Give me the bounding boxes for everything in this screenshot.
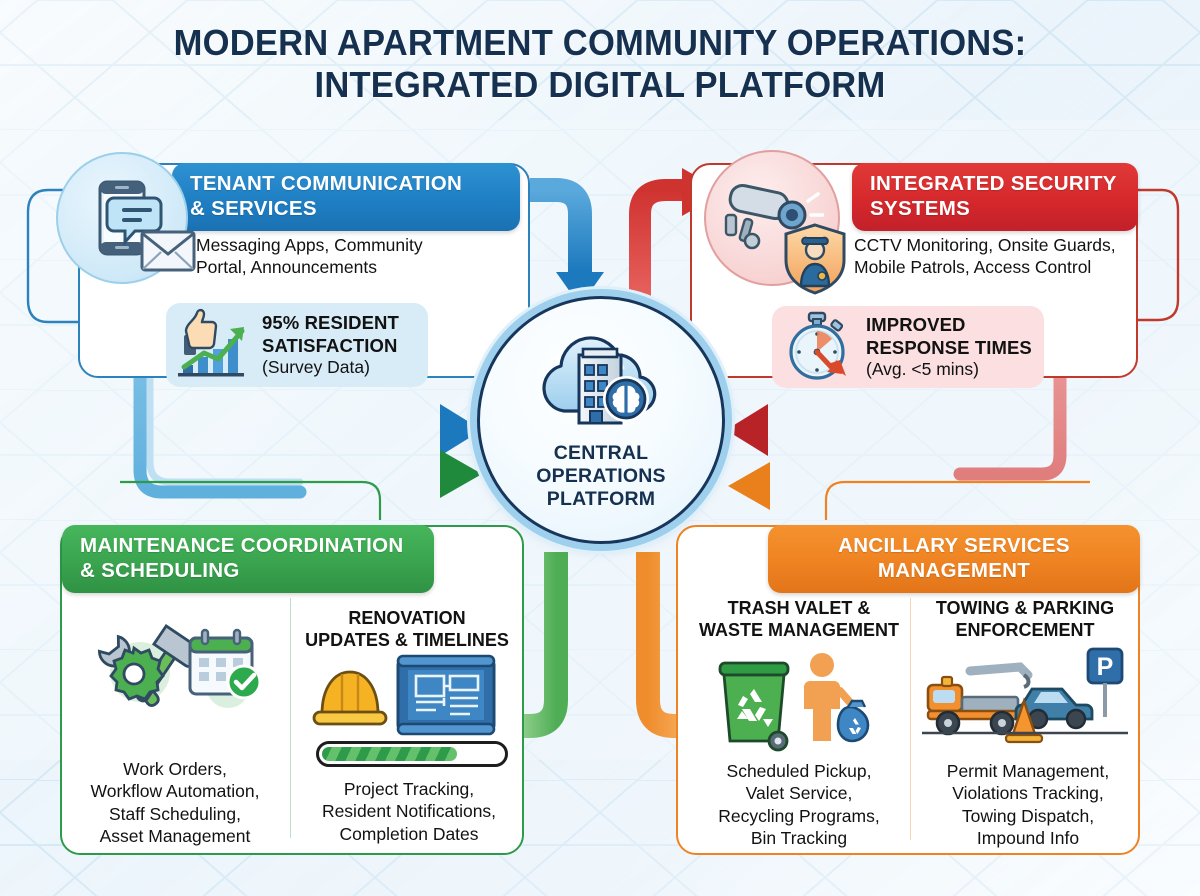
anc-col1-title-line1: TRASH VALET & bbox=[727, 598, 871, 618]
maint-col2-line1: Project Tracking, bbox=[343, 779, 475, 799]
title-line-1: MODERN APARTMENT COMMUNITY OPERATIONS: bbox=[173, 22, 1027, 63]
hub-label-line2: OPERATIONS bbox=[536, 465, 666, 487]
security-desc-line1: CCTV Monitoring, Onsite Guards, bbox=[854, 235, 1116, 255]
growth-bar-chart-icon bbox=[174, 307, 256, 384]
panel-tenant-header-line2: & SERVICES bbox=[190, 196, 317, 220]
tenant-desc-line1: Messaging Apps, Community bbox=[196, 235, 423, 255]
anc-col2-title-line2: ENFORCEMENT bbox=[955, 619, 1095, 640]
anc-col1-line2: Valet Service, bbox=[745, 783, 853, 804]
stat-response-times-text: IMPROVED RESPONSE TIMES (Avg. <5 mins) bbox=[866, 314, 1032, 379]
ancillary-col1-text: Scheduled Pickup, Valet Service, Recycli… bbox=[690, 760, 908, 850]
maintenance-col2-icons bbox=[306, 652, 506, 740]
panel-ancillary-header[interactable]: ANCILLARY SERVICES MANAGEMENT bbox=[768, 525, 1140, 594]
ancillary-col1-title: TRASH VALET & WASTE MANAGEMENT bbox=[692, 598, 906, 641]
security-desc-line2: Mobile Patrols, Access Control bbox=[854, 257, 1092, 278]
maint-col2-title-line2: UPDATES & TIMELINES bbox=[305, 629, 509, 650]
envelope-icon bbox=[140, 228, 196, 274]
anc-col1-line3: Recycling Programs, bbox=[718, 805, 880, 826]
progress-bar-fill bbox=[322, 747, 457, 761]
panel-tenant-header-line1: TENANT COMMUNICATION bbox=[190, 172, 463, 195]
tenant-desc-line2: Portal, Announcements bbox=[196, 257, 377, 278]
panel-ancillary-header-line2: MANAGEMENT bbox=[877, 558, 1031, 582]
maintenance-col2-text: Project Tracking, Resident Notifications… bbox=[296, 778, 522, 845]
panel-maintenance-header-line1: MAINTENANCE COORDINATION bbox=[80, 534, 404, 557]
maint-col1-line1: Work Orders, bbox=[123, 759, 227, 779]
panel-maintenance-header-line2: & SCHEDULING bbox=[80, 558, 240, 582]
panel-security-header-line1: INTEGRATED SECURITY bbox=[870, 172, 1117, 195]
security-guard-shield-icon bbox=[782, 222, 848, 296]
hub-label-line3: PLATFORM bbox=[546, 488, 656, 510]
hub-label: CENTRAL OPERATIONS PLATFORM bbox=[536, 442, 665, 511]
maint-col2-line3: Completion Dates bbox=[339, 823, 479, 844]
stat-satisfaction-sub: (Survey Data) bbox=[262, 356, 370, 377]
maint-col1-line2: Workflow Automation, bbox=[90, 781, 260, 802]
panel-ancillary-header-line1: ANCILLARY SERVICES bbox=[838, 534, 1070, 557]
maint-col1-line4: Asset Management bbox=[99, 826, 251, 847]
anc-col2-line4: Impound Info bbox=[976, 828, 1080, 849]
stat-response-sub: (Avg. <5 mins) bbox=[866, 358, 979, 379]
svg-text:P: P bbox=[1097, 653, 1114, 681]
central-operations-hub[interactable]: CENTRAL OPERATIONS PLATFORM bbox=[477, 296, 725, 544]
panel-security-header-line2: SYSTEMS bbox=[870, 196, 971, 220]
anc-col2-line2: Violations Tracking, bbox=[952, 783, 1104, 804]
stat-response-times: IMPROVED RESPONSE TIMES (Avg. <5 mins) bbox=[772, 306, 1044, 388]
ancillary-col2-title: TOWING & PARKING ENFORCEMENT bbox=[918, 598, 1132, 641]
maintenance-col1-text: Work Orders, Workflow Automation, Staff … bbox=[66, 758, 284, 848]
cctv-camera-icon bbox=[704, 150, 840, 286]
ancillary-col2-text: Permit Management, Violations Tracking, … bbox=[918, 760, 1138, 850]
panel-maintenance-header[interactable]: MAINTENANCE COORDINATION & SCHEDULING bbox=[62, 525, 434, 594]
stat-response-line1: IMPROVED bbox=[866, 314, 966, 336]
maint-col2-title-line1: RENOVATION bbox=[348, 608, 466, 628]
anc-col2-line3: Towing Dispatch, bbox=[961, 805, 1095, 826]
panel-tenant-header[interactable]: TENANT COMMUNICATION & SERVICES bbox=[172, 163, 520, 232]
title-line-2: INTEGRATED DIGITAL PLATFORM bbox=[314, 64, 886, 106]
hub-cloud-building-brain-icon bbox=[526, 327, 676, 438]
maintenance-column-divider bbox=[290, 598, 291, 838]
stopwatch-icon bbox=[782, 310, 858, 385]
panel-tenant-description: Messaging Apps, Community Portal, Announ… bbox=[196, 234, 466, 279]
ancillary-column-divider bbox=[910, 598, 911, 840]
anc-col1-line4: Bin Tracking bbox=[750, 828, 848, 849]
progress-bar-icon bbox=[316, 741, 508, 767]
stat-response-line2: RESPONSE TIMES bbox=[866, 336, 1032, 358]
anc-col2-line1: Permit Management, bbox=[946, 761, 1110, 781]
anc-col2-title-line1: TOWING & PARKING bbox=[935, 598, 1115, 618]
stat-satisfaction-line2: SATISFACTION bbox=[262, 334, 398, 356]
maint-col1-line3: Staff Scheduling, bbox=[109, 803, 241, 824]
hub-label-line1: CENTRAL bbox=[553, 442, 649, 464]
maintenance-col2-title: RENOVATION UPDATES & TIMELINES bbox=[296, 608, 518, 651]
maintenance-col1-icons bbox=[78, 612, 278, 732]
maint-col2-line2: Resident Notifications, bbox=[321, 801, 497, 822]
panel-security-header[interactable]: INTEGRATED SECURITY SYSTEMS bbox=[852, 163, 1138, 232]
anc-col1-title-line2: WASTE MANAGEMENT bbox=[699, 619, 899, 640]
panel-security-description: CCTV Monitoring, Onsite Guards, Mobile P… bbox=[854, 234, 1144, 279]
stat-satisfaction-line1: 95% RESIDENT bbox=[262, 312, 399, 334]
ancillary-col2-icons: P bbox=[922, 645, 1128, 753]
ancillary-col1-icons bbox=[712, 645, 892, 753]
stat-resident-satisfaction-text: 95% RESIDENT SATISFACTION (Survey Data) bbox=[262, 312, 399, 377]
stat-resident-satisfaction: 95% RESIDENT SATISFACTION (Survey Data) bbox=[166, 303, 428, 387]
anc-col1-line1: Scheduled Pickup, bbox=[726, 761, 872, 781]
page-title: MODERN APARTMENT COMMUNITY OPERATIONS: I… bbox=[0, 22, 1200, 106]
